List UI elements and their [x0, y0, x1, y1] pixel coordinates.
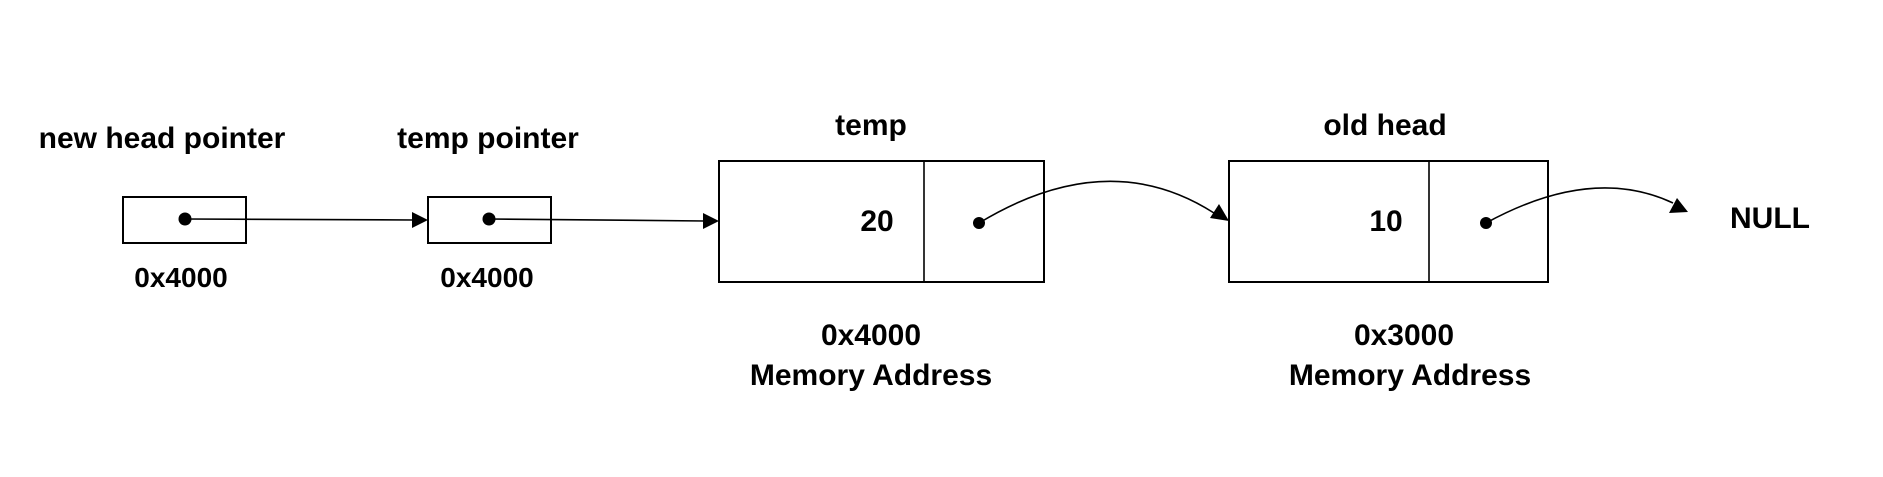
node-old-head-label: old head [1323, 109, 1446, 142]
node-temp: temp 20 0x4000 Memory Address [718, 109, 1045, 392]
new-head-pointer: new head pointer 0x4000 [39, 122, 286, 293]
node-temp-box [718, 160, 1045, 283]
node-old-head: old head 10 0x3000 Memory Address [1228, 109, 1549, 392]
node-temp-address-caption: Memory Address [750, 359, 992, 392]
arrow-temp-pointer-to-temp-node [488, 213, 719, 229]
node-old-head-address-caption: Memory Address [1289, 359, 1531, 392]
node-temp-address: 0x4000 [821, 319, 921, 352]
node-temp-label: temp [835, 109, 907, 142]
null-terminal-label: NULL [1730, 202, 1810, 235]
arrow-old-head-next-to-null [1485, 187, 1688, 224]
node-temp-value: 20 [860, 205, 893, 238]
arrow-new-head-to-temp-pointer [184, 212, 428, 228]
node-old-head-value: 10 [1369, 205, 1402, 238]
node-old-head-box [1228, 160, 1549, 283]
arrow-temp-next-to-old-head [978, 180, 1229, 224]
new-head-pointer-label: new head pointer [39, 122, 286, 155]
temp-pointer-label: temp pointer [397, 122, 579, 155]
new-head-pointer-address: 0x4000 [134, 262, 227, 293]
temp-pointer: temp pointer 0x4000 [397, 122, 579, 293]
temp-pointer-address: 0x4000 [440, 262, 533, 293]
node-old-head-address: 0x3000 [1354, 319, 1454, 352]
